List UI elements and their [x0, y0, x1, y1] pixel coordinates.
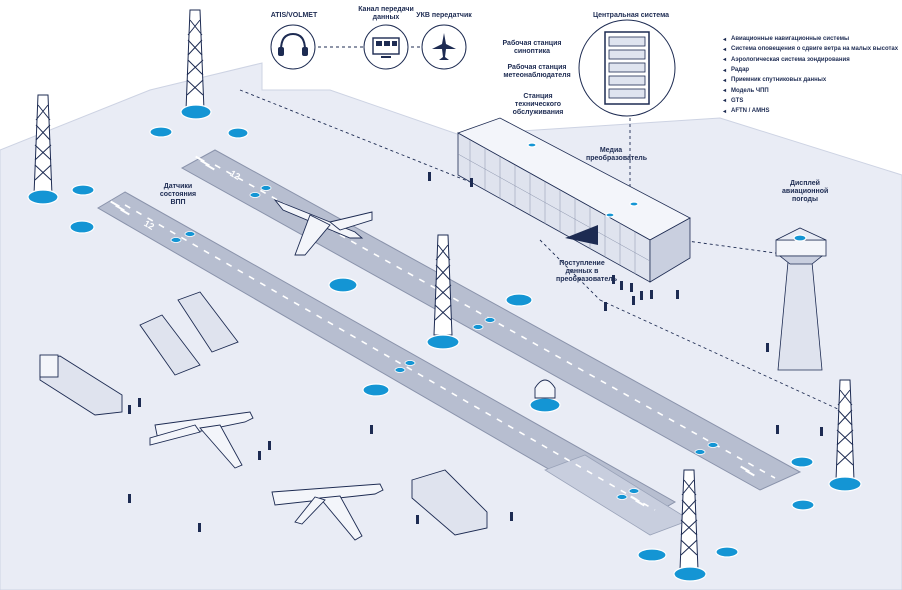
- legend-item: ◂ Модель ЧПП: [723, 85, 899, 95]
- legend-item: ◂ GTS: [723, 96, 899, 106]
- synoptic-label: Рабочая станция синоптика: [502, 40, 562, 56]
- data-links: [239, 46, 841, 411]
- chevron-left-icon: ◂: [723, 77, 727, 84]
- monitor-icon: [363, 24, 409, 70]
- boarding-stairs: [139, 291, 239, 376]
- weather-mast: [679, 469, 699, 571]
- weather-mast: [433, 234, 453, 336]
- runway-sensors-label: Датчики состояния ВПП: [159, 183, 197, 207]
- chevron-left-icon: ◂: [723, 46, 727, 53]
- atis-label: ATIS/VOLMET: [270, 12, 318, 19]
- vhf-label: УКВ передатчик: [416, 12, 472, 19]
- airplane-apron: [271, 483, 384, 541]
- atis-icon: [270, 24, 316, 70]
- chevron-left-icon: ◂: [723, 98, 727, 105]
- legend-label: AFTN / AMHS: [731, 108, 770, 115]
- tug-vehicle: [411, 469, 488, 536]
- legend-item: ◂ Радар: [723, 65, 899, 75]
- sensor-markers: [27, 104, 862, 582]
- weather-mast: [185, 9, 205, 111]
- legend-item: ◂ Система оповещения о сдвиге ветра на ма…: [723, 44, 899, 54]
- fuel-truck: [39, 354, 123, 416]
- meteo-label: Рабочая станция метеонаблюдателя: [503, 64, 571, 80]
- legend-item: ◂ Авиационные навигационные системы: [723, 34, 899, 44]
- airplane-runway: [273, 198, 373, 256]
- server-rack-icon: [578, 19, 676, 117]
- chevron-left-icon: ◂: [723, 67, 727, 74]
- data-channel-label: Канал передачи данных: [358, 6, 414, 22]
- terminal-building: [457, 117, 691, 283]
- chevron-left-icon: ◂: [723, 88, 727, 95]
- airplane-apron: [149, 411, 254, 469]
- legend-label: Аэрологическая система зондирования: [731, 56, 850, 63]
- control-tower: [775, 227, 827, 371]
- legend-label: Модель ЧПП: [731, 87, 769, 94]
- legend-item: ◂ Приемник спутниковых данных: [723, 75, 899, 85]
- legend-label: Радар: [731, 67, 750, 74]
- legend-list: ◂ Авиационные навигационные системы ◂ Сист…: [723, 34, 899, 116]
- chevron-left-icon: ◂: [723, 57, 727, 64]
- radar-dome: [534, 379, 556, 399]
- legend-item: ◂ AFTN / AMHS: [723, 106, 899, 116]
- data-input-label: Поступление данных в преобразователь: [556, 260, 618, 284]
- chevron-left-icon: ◂: [723, 36, 727, 43]
- runway-sensors: [170, 185, 719, 500]
- legend-item: ◂ Аэрологическая система зондирования: [723, 55, 899, 65]
- airplane-icon: [421, 24, 467, 70]
- legend-label: Приемник спутниковых данных: [731, 77, 827, 84]
- chevron-left-icon: ◂: [723, 108, 727, 115]
- legend-label: Авиационные навигационные системы: [731, 36, 850, 43]
- people: [128, 172, 823, 532]
- media-converter-label: Медиа преобразователь: [586, 147, 648, 163]
- weather-mast: [33, 94, 53, 196]
- runway-thresholds: [110, 155, 755, 507]
- runway-lower-markings: [124, 204, 656, 511]
- maintenance-label: Станция технического обслуживания: [512, 93, 564, 117]
- weather-display-label: Дисплей авиационной погоды: [782, 180, 829, 204]
- central-system-label: Центральная система: [592, 12, 670, 19]
- legend-label: GTS: [731, 97, 744, 104]
- legend-label: Система оповещения о сдвиге ветра на мал…: [731, 46, 899, 53]
